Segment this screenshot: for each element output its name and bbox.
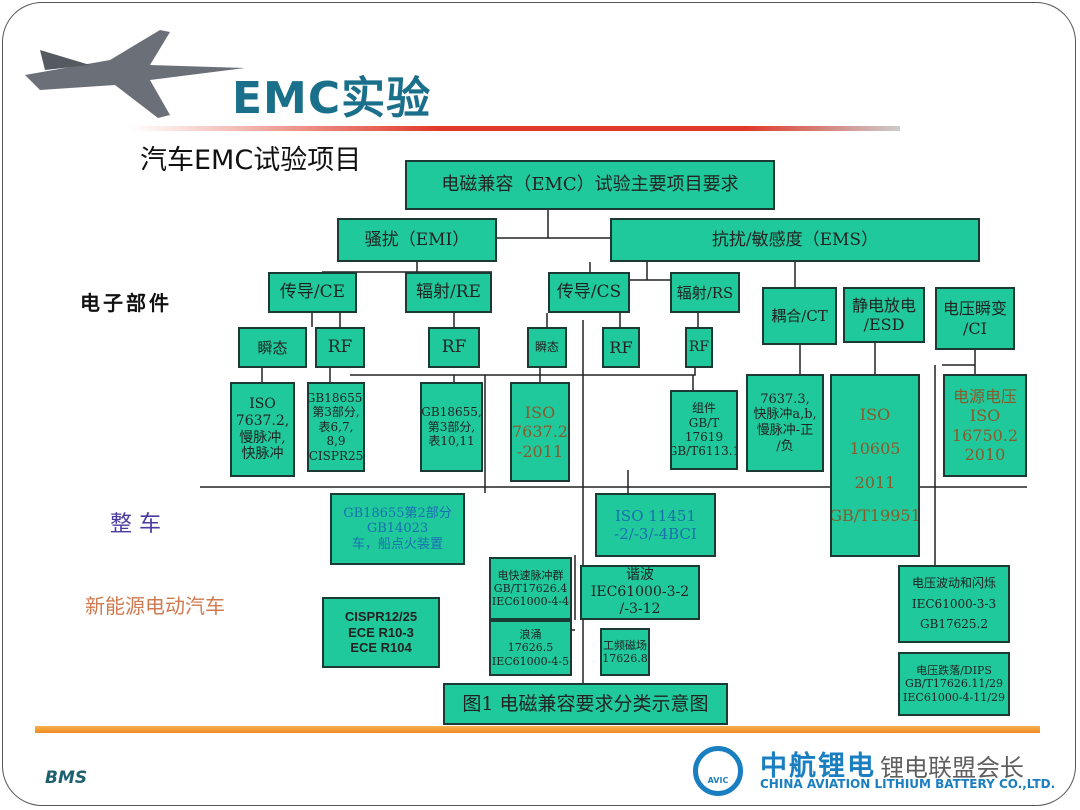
label-electronic-parts: 电子部件 xyxy=(80,291,172,315)
box-ems: 抗扰/敏感度（EMS） xyxy=(610,218,980,262)
box-rs-rf: RF xyxy=(685,327,713,368)
box-cispr12: CISPR12/25 ECE R10-3 ECE R104 xyxy=(322,597,440,668)
avic-badge-text: AVIC xyxy=(707,776,729,785)
bottom-bar xyxy=(35,726,1040,733)
figure-caption: 图1 电磁兼容要求分类示意图 xyxy=(443,683,728,725)
box-iso11451: ISO 11451 -2/-3/-4BCI xyxy=(595,493,716,557)
box-eft: 电快速脉冲群 GB/T17626.4 IEC61000-4-4 xyxy=(489,557,572,620)
company-name-en: CHINA AVIATION LITHIUM BATTERY CO.,LTD. xyxy=(760,777,1056,791)
box-cs: 传导/CS xyxy=(548,272,630,313)
label-ev: 新能源电动汽车 xyxy=(85,594,225,618)
box-iso7637-2: ISO 7637.2, 慢脉冲, 快脉冲 xyxy=(230,382,295,477)
box-harmonics: 谐波 IEC61000-3-2 /-3-12 xyxy=(580,565,700,620)
box-ce-rf: RF xyxy=(315,327,365,368)
box-re: 辐射/RE xyxy=(405,272,492,313)
box-ce-transient: 瞬态 xyxy=(238,327,307,368)
footer-bms-logo: BMS xyxy=(45,768,88,788)
box-gb18655-part3-b: GB18655, 第3部分, 表10,11 xyxy=(420,382,483,472)
box-iso7637-2011: ISO 7637.2 -2011 xyxy=(510,382,570,482)
box-flicker: 电压波动和闪烁 IEC61000-3-3 GB17625.2 xyxy=(898,565,1010,643)
slide-title: EMC实验 xyxy=(232,73,432,124)
watermark: 锂电联盟会长 xyxy=(880,754,1024,782)
label-vehicle: 整 车 xyxy=(110,512,161,537)
box-ci: 电压瞬变 /CI xyxy=(935,287,1015,350)
box-surge: 浪涌 17626.5 IEC61000-4-5 xyxy=(489,620,572,676)
box-rs-components: 组件 GB/T 17619 GB/T6113.1 xyxy=(670,390,738,470)
box-re-rf: RF xyxy=(428,327,480,368)
box-esd: 静电放电 /ESD xyxy=(843,287,925,343)
box-gb18655-part2: GB18655第2部分 GB14023 车，船点火装置 xyxy=(330,493,465,565)
box-emi: 骚扰（EMI） xyxy=(337,218,497,262)
box-iso16750: 电源电压 ISO 16750.2 2010 xyxy=(943,374,1027,477)
box-cs-rf: RF xyxy=(602,327,640,368)
box-gb18655-part3-a: GB18655, 第3部分, 表6,7, 8,9 CISPR25 xyxy=(307,382,365,472)
avic-logo-icon: AVIC xyxy=(693,746,743,796)
box-emc-root: 电磁兼容（EMC）试验主要项目要求 xyxy=(405,160,775,210)
box-ct: 耦合/CT xyxy=(762,287,837,345)
box-ce: 传导/CE xyxy=(268,272,357,313)
box-dips: 电压跌落/DIPS GB/T17626.11/29 IEC61000-4-11/… xyxy=(898,652,1010,716)
company-name-cn: 中航锂电 xyxy=(760,751,876,782)
slide-subtitle: 汽车EMC试验项目 xyxy=(140,145,362,176)
box-power-freq: 工频磁场 17626.8 xyxy=(600,628,650,676)
box-cs-transient: 瞬态 xyxy=(527,327,567,368)
box-rs: 辐射/RS xyxy=(670,272,740,313)
jet-image xyxy=(25,30,245,118)
box-iso7637-3: 7637.3, 快脉冲a,b, 慢脉冲-正 /负 xyxy=(746,374,824,472)
accent-line xyxy=(130,126,900,131)
box-iso10605: ISO 10605 2011 GB/T19951 xyxy=(830,374,920,557)
